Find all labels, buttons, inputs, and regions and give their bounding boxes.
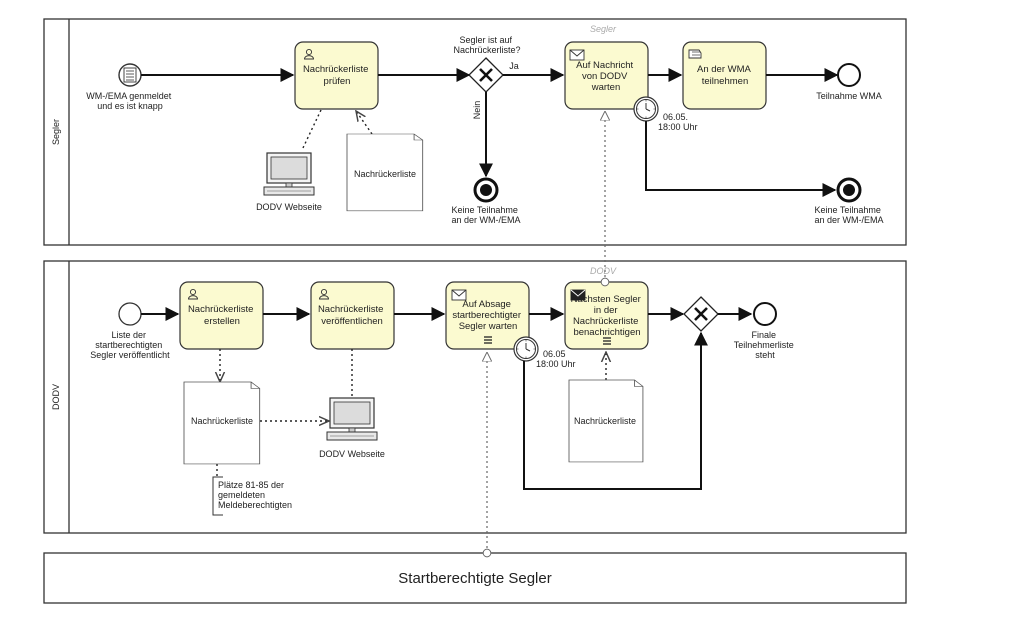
svg-text:Nächsten Segler in der: Nächsten Segler in der Nachrückerliste b… <box>571 294 644 338</box>
watermark-segler: Segler <box>590 24 617 34</box>
lane-label-dodv: DODV <box>51 384 61 410</box>
x-icon <box>479 68 493 82</box>
start-event-dodv-label: Liste der startberechtigten Segler veröf… <box>90 330 170 360</box>
doc-label-segler: Nachrückerliste <box>354 169 416 179</box>
end-event-finale-label: Finale Teilnehmerliste steht <box>734 330 797 360</box>
label-ja: Ja <box>509 61 519 71</box>
end-event-keine-teilnahme-1-label: Keine Teilnahme an der WM-/EMA <box>451 205 520 225</box>
task-auf-nachricht-warten[interactable]: Auf Nachricht von DODV warten <box>564 41 649 110</box>
task-an-der-wma-teilnehmen[interactable]: An der WMA teilnehmen <box>682 41 767 110</box>
text-annotation-bracket <box>212 476 223 516</box>
lane-label-segler: Segler <box>51 119 61 145</box>
start-event-segler-label: WM-/EMA genmeldet und es ist knapp <box>86 91 174 111</box>
computer-icon-dodv <box>326 397 378 441</box>
pool-label-startberechtigte: Startberechtigte Segler <box>398 570 551 587</box>
pool-startberechtigte-segler: Startberechtigte Segler <box>43 552 907 604</box>
end-event-teilnahme-wma[interactable] <box>837 63 861 87</box>
end-event-finale-teilnehmerliste[interactable] <box>753 302 777 326</box>
label-nein: Nein <box>472 101 482 120</box>
gateway-question: Segler ist auf Nachrückerliste? <box>453 35 520 55</box>
svg-text:Nachrückerliste veröffen: Nachrückerliste veröffentlichen <box>318 304 386 327</box>
flow-timer-to-end <box>645 121 837 197</box>
envelope-icon <box>569 49 585 61</box>
webseite-label-segler: DODV Webseite <box>256 202 322 212</box>
start-event-dodv[interactable] <box>118 302 142 326</box>
task-nachrueckerliste-pruefen[interactable]: Nachrückerliste prüfen <box>294 41 379 110</box>
webseite-label-dodv: DODV Webseite <box>319 449 385 459</box>
doc-label-notify: Nachrückerliste <box>574 416 636 426</box>
doc-label-dodv: Nachrückerliste <box>191 416 253 426</box>
timer-icon-dodv[interactable] <box>513 336 539 362</box>
timer-segler-label: 06.05. 18:00 Uhr <box>658 112 698 132</box>
exclusive-gateway-dodv[interactable] <box>683 296 719 332</box>
task-naechsten-segler-benachrichtigen[interactable]: Nächsten Segler in der Nachrückerliste b… <box>564 281 649 350</box>
svg-text:Nachrückerliste erstelle: Nachrückerliste erstellen <box>188 304 256 327</box>
timer-dodv-label: 06.05 18:00 Uhr <box>536 349 576 369</box>
task-nachrueckerliste-veroeffentlichen[interactable]: Nachrückerliste veröffentlichen <box>310 281 395 350</box>
end-event-keine-teilnahme-1[interactable] <box>473 177 499 203</box>
text-annotation: Plätze 81-85 der gemeldeten Meldeberecht… <box>218 480 292 510</box>
start-event-segler[interactable] <box>118 63 142 87</box>
assoc-check-webseite <box>301 109 322 151</box>
end-event-keine-teilnahme-2-label: Keine Teilnahme an der WM-/EMA <box>814 205 883 225</box>
task-auf-absage-warten[interactable]: Auf Absage startberechtigter Segler wart… <box>445 281 530 350</box>
svg-text:An der WMA teilnehmen: An der WMA teilnehmen <box>697 64 753 87</box>
task-nachrueckerliste-erstellen[interactable]: Nachrückerliste erstellen <box>179 281 264 350</box>
end-event-teilnahme-wma-label: Teilnahme WMA <box>816 91 882 101</box>
flow-timer-to-gateway <box>523 331 708 490</box>
svg-text:Auf Absage startberechti: Auf Absage startberechtigter Segler wart… <box>452 299 523 332</box>
watermark-dodv: DODV <box>590 266 617 276</box>
timer-icon[interactable] <box>633 96 659 122</box>
computer-icon <box>263 152 315 196</box>
svg-text:Nachrückerliste prüfen: Nachrückerliste prüfen <box>303 64 371 87</box>
svg-text:Auf Nachricht von DODV: Auf Nachricht von DODV warten <box>576 60 636 93</box>
end-event-keine-teilnahme-2[interactable] <box>836 177 862 203</box>
manual-task-icon <box>688 49 702 59</box>
x-icon <box>694 307 708 321</box>
